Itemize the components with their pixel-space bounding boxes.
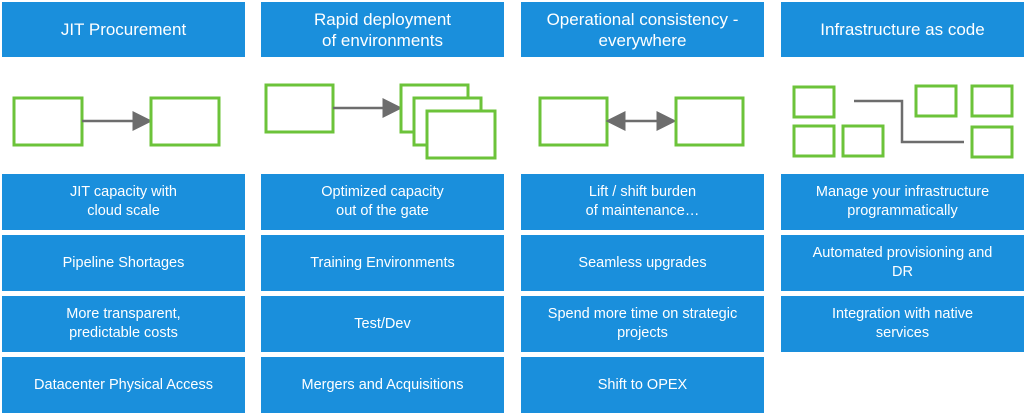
benefit-item: Mergers and Acquisitions — [261, 357, 504, 413]
target-box — [425, 109, 497, 160]
benefit-item: Lift / shift burden of maintenance… — [521, 174, 764, 230]
two-way-arrow-diagram — [521, 64, 764, 170]
benefit-item: JIT capacity with cloud scale — [2, 174, 245, 230]
source-box — [264, 83, 335, 134]
benefit-item: Integration with native services — [781, 296, 1024, 352]
node-box — [841, 124, 885, 158]
benefit-item: Datacenter Physical Access — [2, 357, 245, 413]
column-header: JIT Procurement — [2, 2, 245, 57]
node-box — [792, 124, 836, 158]
benefit-item: Automated provisioning and DR — [781, 235, 1024, 291]
connector-line — [854, 99, 964, 144]
benefit-item: Test/Dev — [261, 296, 504, 352]
node-box — [970, 125, 1014, 159]
node-box — [914, 84, 958, 118]
benefit-item: Spend more time on strategic projects — [521, 296, 764, 352]
column-jit-procurement: JIT Procurement JIT capacity with cloud … — [2, 0, 245, 414]
one-way-arrow-diagram — [2, 64, 245, 170]
benefit-item: Shift to OPEX — [521, 357, 764, 413]
benefit-item: Training Environments — [261, 235, 504, 291]
target-box — [149, 96, 221, 147]
benefit-item: Seamless upgrades — [521, 235, 764, 291]
source-box — [12, 96, 84, 147]
benefit-item: More transparent, predictable costs — [2, 296, 245, 352]
node-box — [970, 84, 1014, 118]
column-header: Rapid deployment of environments — [261, 2, 504, 57]
target-box — [674, 96, 745, 147]
node-box — [792, 85, 836, 119]
column-header: Infrastructure as code — [781, 2, 1024, 57]
column-rapid-deployment: Rapid deployment of environments Optimiz… — [261, 0, 504, 414]
column-header: Operational consistency - everywhere — [521, 2, 764, 57]
source-box — [538, 96, 609, 147]
connected-grid-diagram — [781, 64, 1024, 170]
column-operational-consistency: Operational consistency - everywhere Lif… — [521, 0, 764, 414]
benefit-item: Optimized capacity out of the gate — [261, 174, 504, 230]
one-to-many-arrow-diagram — [261, 64, 504, 170]
column-infrastructure-as-code: Infrastructure as code Manage your infra… — [781, 0, 1024, 414]
benefit-item: Manage your infrastructure programmatica… — [781, 174, 1024, 230]
benefit-item: Pipeline Shortages — [2, 235, 245, 291]
